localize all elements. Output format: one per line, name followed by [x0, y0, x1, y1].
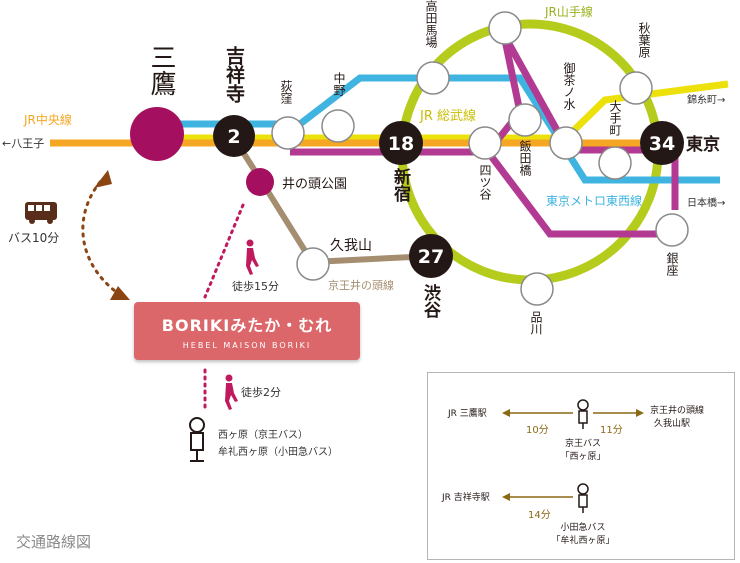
legend-row2-stop-1: 小田急バス — [560, 521, 605, 533]
arrow-right-icon — [636, 409, 644, 417]
legend-row2-left: JR 吉祥寺駅 — [441, 491, 490, 503]
shinjuku-minutes: 18 — [388, 133, 414, 155]
name-shinagawa: 品川 — [529, 311, 543, 335]
name-otemachi: 大手町 — [608, 100, 622, 136]
name-ginza: 銀座 — [665, 252, 679, 276]
walk-2-label: 徒歩2分 — [241, 385, 281, 399]
station-iidabashi — [508, 103, 542, 137]
legend-row1-stop-1: 京王バス — [565, 437, 601, 449]
name-akihabara: 秋葉原 — [637, 22, 651, 58]
name-kugayama: 久我山 — [330, 238, 372, 254]
property-name: BORIKIみたか・むれ — [161, 316, 333, 335]
legend-row1-right-min: 11分 — [600, 424, 623, 436]
station-akihabara — [619, 71, 653, 105]
name-mitaka: 三鷹 — [146, 44, 176, 96]
bus-stop-icon — [189, 417, 205, 462]
walking-person-icon — [246, 239, 259, 275]
direction-nihonbashi: 日本橋→ — [687, 196, 725, 209]
bus-arrow-up-icon — [94, 170, 112, 188]
station-shibuya — [409, 234, 453, 278]
station-ginza — [655, 213, 689, 247]
station-kichijoji — [213, 115, 255, 157]
station-shinjuku — [379, 121, 423, 165]
walk-route-15 — [203, 203, 245, 299]
arrow-left-icon-2 — [502, 493, 510, 501]
name-shinjuku: 新宿 — [390, 168, 410, 202]
bus-stop-2: 牟礼西ヶ原（小田急バス） — [218, 445, 338, 458]
legend-row1-left-min: 10分 — [526, 424, 549, 436]
label-keio-inokashira: 京王井の頭線 — [328, 278, 394, 292]
station-ochanomizu — [549, 126, 583, 160]
legend-row2-min: 14分 — [528, 509, 551, 521]
name-ochanomizu: 御茶ノ水 — [562, 62, 576, 110]
legend-row2-stop-2: 「牟礼西ヶ原」 — [551, 534, 614, 546]
station-ogikubo — [271, 116, 305, 150]
legend-bus-stop-icon-1 — [577, 399, 589, 429]
direction-hachioji: ←八王子 — [2, 137, 44, 150]
bus-route — [81, 180, 127, 300]
name-tokyo: 東京 — [686, 134, 720, 155]
station-takadanobaba — [416, 61, 450, 95]
inokashira-line — [231, 136, 433, 266]
name-shibuya: 渋谷 — [420, 284, 440, 318]
legend-graphic: JR 三鷹駅 京王井の頭線 久我山駅 10分 11分 京王バス 「西ヶ原」 JR… — [441, 399, 704, 546]
walk-15-label: 徒歩15分 — [232, 279, 279, 293]
name-takadanobaba: 高田馬場 — [424, 0, 438, 48]
legend-row1-left: JR 三鷹駅 — [447, 407, 487, 419]
name-iidabashi: 飯田橋 — [518, 140, 532, 176]
name-kichijoji: 吉祥寺 — [223, 46, 245, 103]
label-tozai: 東京メトロ東西線 — [546, 193, 642, 208]
station-tokyo — [640, 121, 684, 165]
name-nakano: 中野 — [332, 72, 346, 96]
bus-icon — [25, 202, 57, 224]
station-nakano — [321, 109, 355, 143]
property-card: BORIKIみたか・むれ HEBEL MAISON BORIKI — [134, 302, 360, 360]
bus-label: バス10分 — [8, 231, 59, 245]
property-subtitle: HEBEL MAISON BORIKI — [182, 341, 312, 350]
map-caption: 交通路線図 — [16, 533, 91, 551]
legend-row1-stop-2: 「西ヶ原」 — [560, 451, 605, 462]
name-yotsuya: 四ツ谷 — [478, 164, 492, 200]
shibuya-minutes: 27 — [418, 246, 444, 268]
station-shinagawa — [520, 272, 554, 306]
station-inokashira-koen — [246, 168, 274, 196]
label-jr-sobu: JR 総武線 — [419, 108, 476, 124]
legend-row1-right-2: 久我山駅 — [654, 417, 690, 429]
oedo-line-east — [504, 40, 679, 210]
direction-kinshicho: 錦糸町→ — [687, 93, 725, 106]
label-jr-yamanote: JR山手線 — [544, 4, 593, 19]
legend-bus-stop-icon-2 — [577, 483, 589, 513]
legend-row1-right-1: 京王井の頭線 — [650, 404, 704, 416]
station-yamanote-top — [488, 11, 522, 45]
bus-arrow-down-icon — [110, 286, 130, 300]
name-ogikubo: 荻窪 — [279, 80, 293, 104]
walking-person-icon-2 — [225, 374, 238, 410]
bus-stop-1: 西ヶ原（京王バス） — [218, 428, 308, 441]
arrow-left-icon — [502, 409, 510, 417]
station-mitaka — [130, 107, 184, 161]
station-kugayama — [296, 247, 330, 281]
access-legend: JR 三鷹駅 京王井の頭線 久我山駅 10分 11分 京王バス 「西ヶ原」 JR… — [427, 372, 735, 560]
tokyo-minutes: 34 — [649, 133, 675, 155]
label-jr-chuo: JR中央線 — [23, 112, 72, 127]
kichijoji-minutes: 2 — [227, 126, 240, 148]
station-otemachi — [598, 146, 632, 180]
station-yotsuya — [468, 126, 502, 160]
name-inokashira-koen: 井の頭公園 — [282, 177, 347, 192]
